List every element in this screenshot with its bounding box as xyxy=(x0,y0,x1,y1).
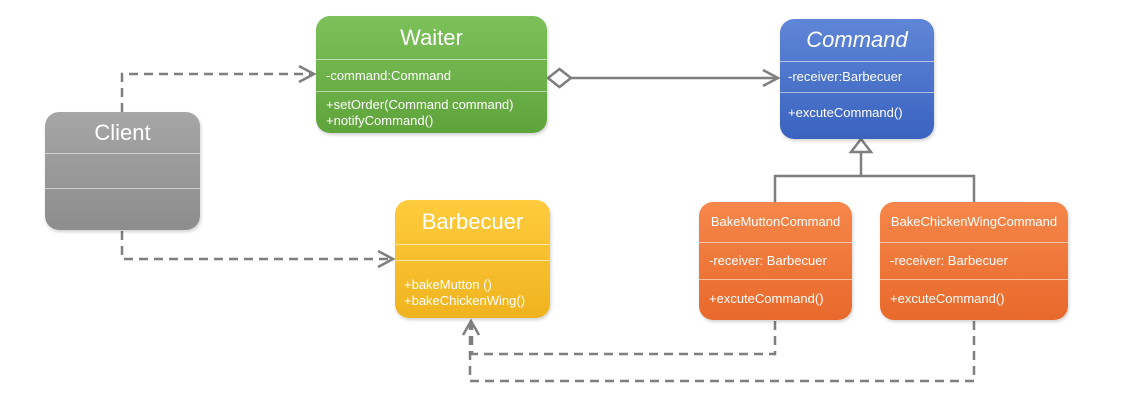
command-methods: +excuteCommand() xyxy=(780,92,934,133)
aggregation-diamond xyxy=(545,67,574,89)
bake-chicken-wing-command-class-name: BakeChickenWingCommand xyxy=(890,214,1058,229)
barbecuer-methods: +bakeMutton () +bakeChickenWing() xyxy=(395,260,550,309)
waiter-class-name: Waiter xyxy=(400,25,463,50)
command-class-name: Command xyxy=(806,27,908,52)
client-class: Client xyxy=(45,112,200,230)
barbecuer-arrowhead xyxy=(461,318,481,336)
client-waiter-arrowhead xyxy=(298,64,317,84)
bake-mutton-command-attributes: -receiver: Barbecuer xyxy=(699,242,852,279)
waiter-method: +notifyCommand() xyxy=(326,113,434,128)
client-barbecuer-arrowhead xyxy=(377,249,396,269)
bake-mutton-command-class: BakeMuttonCommand -receiver: Barbecuer +… xyxy=(699,202,852,320)
waiter-methods: +setOrder(Command command) +notifyComman… xyxy=(316,91,547,129)
barbecuer-class: Barbecuer +bakeMutton () +bakeChickenWin… xyxy=(395,200,550,318)
inheritance-branch xyxy=(773,174,976,202)
barbecuer-class-name: Barbecuer xyxy=(421,209,524,234)
client-waiter-dependency xyxy=(120,72,312,112)
bake-chicken-wing-command-methods: +excuteCommand() xyxy=(880,279,1068,318)
bake-chicken-wing-command-class: BakeChickenWingCommand -receiver: Barbec… xyxy=(880,202,1068,320)
command-attributes: -receiver:Barbecuer xyxy=(780,61,934,92)
command-attribute: -receiver:Barbecuer xyxy=(788,69,903,84)
command-method: +excuteCommand() xyxy=(788,105,903,120)
inheritance-triangle xyxy=(848,136,874,154)
barbecuer-method: +bakeMutton () xyxy=(404,277,492,292)
barbecuer-method: +bakeChickenWing() xyxy=(404,293,526,308)
waiter-method: +setOrder(Command command) xyxy=(326,97,514,112)
client-methods xyxy=(45,188,200,230)
waiter-command-arrowhead xyxy=(762,68,781,88)
waiter-class: Waiter -command:Command +setOrder(Comman… xyxy=(316,16,547,133)
barbecuer-attributes xyxy=(395,244,550,260)
bake-mutton-command-methods: +excuteCommand() xyxy=(699,279,852,318)
bake-chicken-wing-command-attribute: -receiver: Barbecuer xyxy=(890,253,1008,268)
bake-mutton-command-class-name: BakeMuttonCommand xyxy=(710,214,841,229)
client-barbecuer-dependency xyxy=(120,231,391,261)
bakechicken-barbecuer-dependency xyxy=(468,321,976,383)
bake-mutton-command-method: +excuteCommand() xyxy=(709,291,824,306)
bake-chicken-wing-command-attributes: -receiver: Barbecuer xyxy=(880,242,1068,279)
command-class: Command -receiver:Barbecuer +excuteComma… xyxy=(780,19,934,139)
waiter-attribute: -command:Command xyxy=(326,67,451,83)
bakemutton-barbecuer-dependency xyxy=(470,321,777,356)
waiter-attributes: -command:Command xyxy=(316,59,547,91)
client-attributes xyxy=(45,153,200,188)
client-class-name: Client xyxy=(94,120,151,145)
bake-chicken-wing-command-method: +excuteCommand() xyxy=(890,291,1005,306)
bake-mutton-command-attribute: -receiver: Barbecuer xyxy=(709,253,827,268)
